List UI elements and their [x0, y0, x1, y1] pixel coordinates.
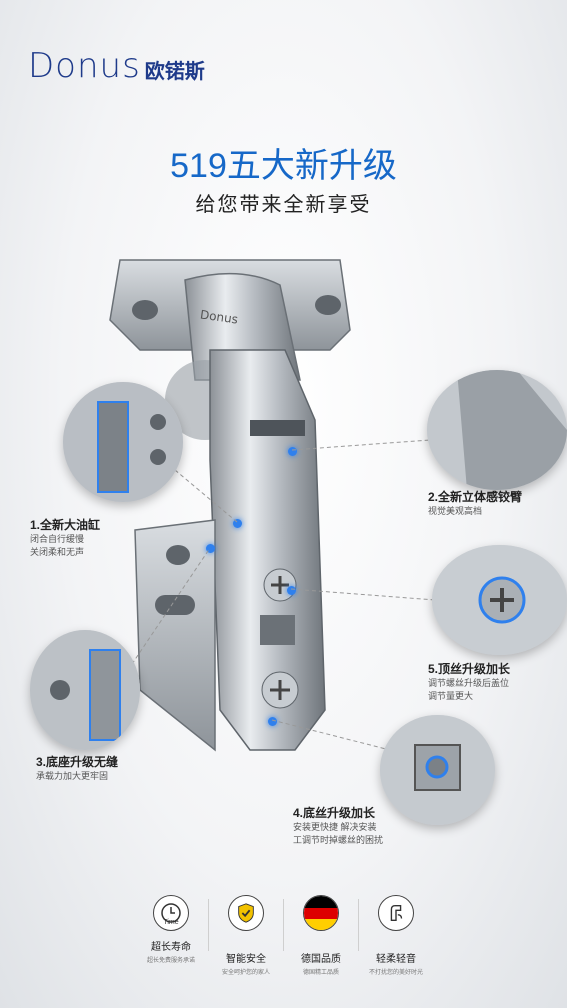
feature-divider [358, 899, 359, 951]
detail-circle-cylinder [63, 382, 183, 502]
highlight-dot-base [206, 544, 215, 553]
callout-top-screw-desc-1: 调节螺丝升级后盖位 [428, 678, 510, 688]
feature-soft-close-sub: 不打扰您的美好时光 [368, 970, 423, 976]
highlight-dot-top-screw [287, 586, 296, 595]
feature-soft-close-name: 轻柔轻音 [376, 954, 416, 965]
feature-german-quality-name: 德国品质 [301, 954, 341, 965]
highlight-dot-arm [288, 447, 297, 456]
brand-latin: Donus [28, 46, 141, 86]
feature-german-quality: 德国品质 德国精工品质 [284, 895, 358, 976]
page-subtitle: 给您带来全新享受 [195, 194, 372, 216]
page-title: 519五大新升级 [170, 147, 397, 185]
callout-base-title: 3.底座升级无缝 [36, 755, 119, 769]
callout-top-screw: 5.顶丝升级加长 调节螺丝升级后盖位 调节量更大 [428, 660, 510, 703]
feature-german-quality-sub: 德国精工品质 [302, 970, 339, 976]
feature-divider [208, 899, 209, 951]
clock-icon [153, 895, 189, 931]
callout-bottom-screw: 4.底丝升级加长 安装更快捷 解决安装 工调节时掉螺丝的困扰 [293, 804, 383, 847]
callout-bottom-screw-desc-2: 工调节时掉螺丝的困扰 [293, 835, 384, 845]
feature-divider [283, 899, 284, 951]
brand-chinese: 欧锘斯 [144, 60, 205, 83]
callout-arm-desc-1: 视觉美观高档 [428, 506, 483, 516]
feature-lifespan-sub: 超长免费服务承诺 [146, 958, 195, 964]
clock-icon-text: Time [163, 919, 179, 926]
feature-lifespan-name: 超长寿命 [151, 942, 191, 953]
shield-check-icon [228, 895, 264, 931]
highlight-dot-bottom-screw [268, 717, 277, 726]
callout-base-desc-1: 承载力加大更牢固 [36, 771, 109, 781]
feature-safety: 智能安全 安全呵护您的家人 [209, 895, 283, 976]
callout-cylinder-title: 1.全新大油缸 [30, 518, 101, 532]
detail-circle-base [30, 630, 140, 750]
callout-bottom-screw-desc-1: 安装更快捷 解决安装 [293, 822, 377, 832]
callout-cylinder-desc-1: 闭合自行缓慢 [30, 534, 85, 544]
highlight-dot-cylinder [233, 519, 242, 528]
callout-bottom-screw-title: 4.底丝升级加长 [293, 806, 376, 820]
callout-cylinder-desc-2: 关闭柔和无声 [30, 547, 85, 557]
callout-cylinder: 1.全新大油缸 闭合自行缓慢 关闭柔和无声 [30, 516, 100, 559]
brand-logo: Donus 欧锘斯 [28, 46, 205, 86]
feature-safety-sub: 安全呵护您的家人 [221, 970, 270, 976]
callout-arm-title: 2.全新立体感铰臂 [428, 490, 523, 504]
detail-circle-bottom-screw [380, 715, 495, 825]
feature-lifespan: Time 超长寿命 超长免费服务承诺 [134, 895, 208, 976]
callout-top-screw-title: 5.顶丝升级加长 [428, 662, 511, 676]
german-flag-icon [303, 895, 339, 931]
detail-circle-arm [427, 370, 567, 490]
detail-circle-top-screw [432, 545, 567, 655]
callout-arm: 2.全新立体感铰臂 视觉美观高档 [428, 488, 522, 518]
feature-soft-close: 轻柔轻音 不打扰您的美好时光 [359, 895, 433, 976]
callout-base: 3.底座升级无缝 承载力加大更牢固 [36, 753, 118, 783]
hinge-product-image [109, 259, 351, 752]
feature-safety-name: 智能安全 [226, 954, 266, 965]
soft-close-icon [378, 895, 414, 931]
feature-row: Time 超长寿命 超长免费服务承诺 智能安全 安全呵护您的家人 德国品质 德国… [0, 895, 567, 976]
callout-top-screw-desc-2: 调节量更大 [428, 691, 474, 701]
